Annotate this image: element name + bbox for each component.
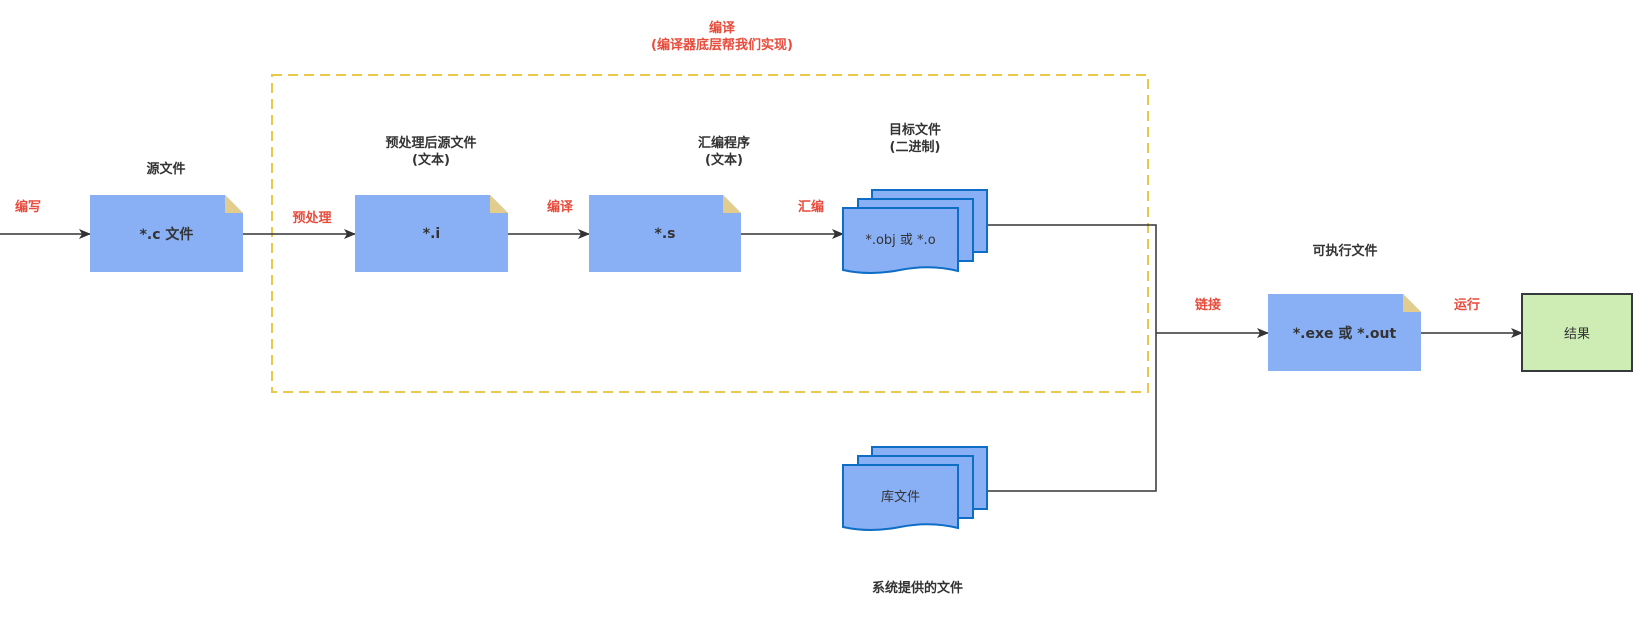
compile-group-title-line2: (编译器底层帮我们实现)	[651, 38, 793, 53]
preprocessed-caption: 预处理后源文件 (文本)	[361, 135, 501, 169]
assembly-file-text: *.s	[654, 225, 676, 242]
object-files-text: *.obj 或 *.o	[865, 232, 936, 248]
node-executable-file	[1268, 294, 1421, 371]
edge-label-assemble: 汇编	[797, 200, 824, 215]
preprocessed-caption-line2: (文本)	[412, 153, 450, 168]
assembly-caption-line1: 汇编程序	[697, 136, 750, 151]
compile-group-title: 编译 (编译器底层帮我们实现)	[572, 20, 872, 54]
library-files-text: 库文件	[880, 489, 920, 505]
assembly-caption: 汇编程序 (文本)	[664, 135, 784, 169]
node-assembly-file	[589, 195, 741, 272]
source-file-caption: 源文件	[146, 162, 186, 177]
source-file-text: *.c 文件	[139, 226, 194, 243]
edge-label-write: 编写	[14, 200, 41, 215]
object-caption: 目标文件 (二进制)	[855, 122, 975, 156]
node-result	[1521, 293, 1633, 372]
assembly-caption-line2: (文本)	[705, 153, 743, 168]
edge-label-preprocess: 预处理	[292, 211, 332, 226]
node-object-files	[842, 189, 988, 274]
library-caption: 系统提供的文件	[871, 581, 963, 596]
edge-label-compile: 编译	[546, 200, 573, 215]
executable-file-text: *.exe 或 *.out	[1292, 325, 1397, 342]
node-library-files	[842, 446, 988, 531]
object-caption-line1: 目标文件	[888, 123, 941, 138]
preprocessed-caption-line1: 预处理后源文件	[385, 136, 477, 151]
edge-label-link: 链接	[1194, 298, 1221, 313]
edge-library-to-link	[988, 333, 1157, 492]
result-text: 结果	[1563, 327, 1590, 342]
node-preprocessed-file	[355, 195, 508, 272]
preprocessed-file-text: *.i	[422, 225, 441, 242]
compile-group-title-line1: 编译	[708, 21, 735, 36]
edge-label-run: 运行	[1453, 298, 1480, 313]
executable-caption: 可执行文件	[1312, 244, 1378, 259]
object-caption-line2: (二进制)	[889, 140, 941, 155]
node-source-file	[90, 195, 243, 272]
edge-object-to-link	[988, 224, 1157, 333]
